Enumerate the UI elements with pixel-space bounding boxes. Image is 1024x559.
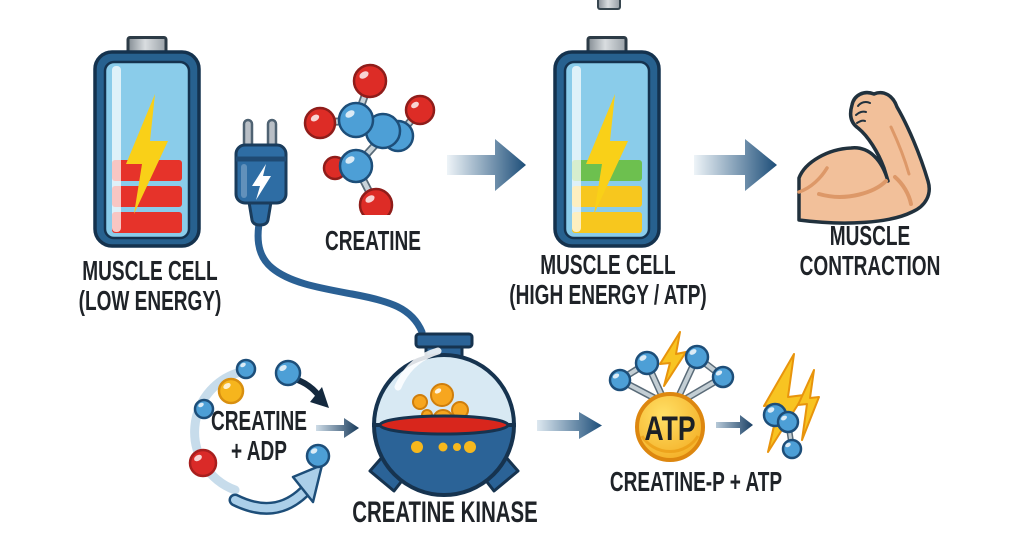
pot-dots	[411, 441, 476, 453]
flask-pot	[371, 423, 517, 497]
creatine-p-atp-label: CREATINE-P + ATP	[609, 466, 783, 497]
plug-cable	[254, 209, 426, 336]
creatine-kinase-flask-icon	[368, 332, 520, 497]
atp-branch-atoms	[608, 344, 735, 392]
battery-high-energy-icon	[553, 36, 661, 248]
arm-silhouette	[797, 90, 931, 225]
fist-knuckles	[855, 101, 871, 124]
atp-badge-text: ATP	[644, 410, 695, 448]
cycle-arc	[190, 366, 250, 495]
battery-high-label: MUSCLE CELL (HIGH ENERGY / ATP)	[492, 250, 723, 310]
molecule-atoms	[303, 63, 436, 215]
flask-flange	[414, 332, 474, 349]
cycle-label-line2: + ADP	[231, 435, 287, 466]
small-bolt-icon	[797, 369, 820, 441]
arrow-cycle-to-kinase-icon	[316, 418, 359, 438]
arrow-high-to-contraction-icon	[694, 139, 777, 191]
spark-atoms	[762, 402, 803, 460]
battery-gloss	[112, 66, 121, 232]
battery-low-energy-icon	[93, 36, 201, 248]
battery-gloss	[572, 66, 581, 232]
creatine-adp-label: CREATINE + ADP	[143, 406, 374, 466]
creatine-kinase-label: CREATINE KINASE	[352, 496, 538, 529]
arrow-low-to-high-icon	[447, 139, 526, 191]
lightning-bolt-icon	[586, 94, 628, 214]
flask-liquid	[378, 414, 510, 436]
flask-legs	[368, 453, 520, 493]
cycle-dark-arrow-icon	[292, 376, 329, 408]
plug-bolt-icon	[252, 164, 271, 200]
atp-circle	[635, 392, 705, 462]
battery-high-label-line1: MUSCLE CELL	[540, 249, 676, 280]
atp-energy-icon: ATP	[608, 331, 735, 462]
muscle-contraction-label: MUSCLE CONTRACTION	[754, 221, 985, 281]
creatine-molecule-icon	[303, 63, 436, 215]
dome-shine	[394, 347, 442, 391]
arrow-kinase-to-atp-icon	[537, 412, 602, 439]
creatine-label: CREATINE	[325, 225, 421, 256]
plug-neck	[247, 200, 273, 227]
battery-low-label-line1: MUSCLE CELL	[82, 255, 218, 286]
cycle-label-line1: CREATINE	[211, 405, 307, 436]
battery-low-label: MUSCLE CELL (LOW ENERGY)	[34, 256, 265, 316]
muscle-label-line1: MUSCLE	[829, 220, 911, 251]
power-plug-icon	[234, 118, 426, 336]
atp-bolt-icon	[659, 331, 687, 387]
battery-low-label-line2: (LOW ENERGY)	[78, 285, 222, 316]
muscle-label-line2: CONTRACTION	[799, 250, 941, 281]
reaction-cycle-icon	[188, 358, 331, 515]
lightning-bolt-icon	[126, 94, 168, 214]
cycle-curved-arrow-icon	[228, 463, 324, 515]
muscle-shading	[797, 125, 913, 206]
cycle-molecules	[188, 358, 331, 478]
battery-bars-red	[112, 160, 182, 233]
arrow-atp-to-energy-icon	[716, 415, 753, 435]
top-edge-artifact	[597, 0, 621, 10]
battery-high-label-line2: (HIGH ENERGY / ATP)	[509, 279, 707, 310]
lightning-molecule-icon	[762, 353, 820, 460]
flexed-bicep-icon	[797, 90, 931, 225]
big-bolt-icon	[763, 353, 805, 453]
